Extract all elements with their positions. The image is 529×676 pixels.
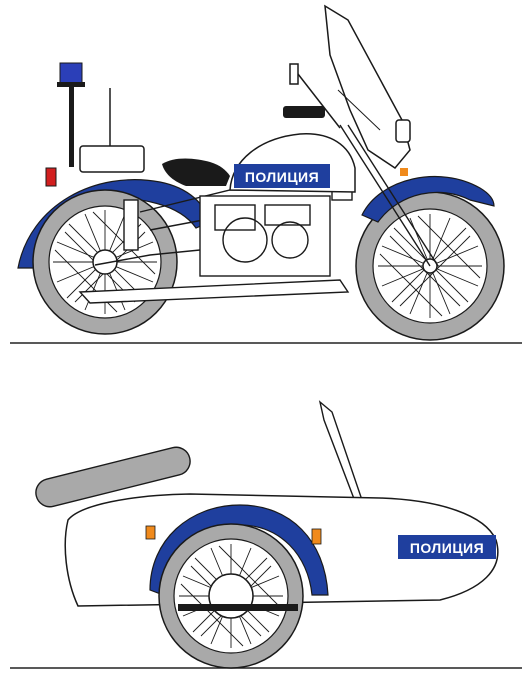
beacon-light [59, 62, 83, 84]
sidecar-wheel [158, 523, 304, 669]
seat [162, 158, 230, 186]
motorcycle: ПОЛИЦИЯ [10, 4, 522, 344]
sidecar-police-label: ПОЛИЦИЯ [410, 540, 484, 556]
motorcycle-police-label: ПОЛИЦИЯ [245, 169, 319, 185]
tank-livery-panel [234, 164, 330, 188]
rear-box [79, 145, 145, 173]
windshield [324, 4, 411, 169]
sidecar-windscreen [318, 400, 363, 506]
spare-wheel-roll [35, 446, 191, 508]
beacon-pole [69, 87, 74, 167]
sidecar-rear-reflector [145, 525, 156, 540]
tail-light [45, 167, 57, 187]
headlight [395, 119, 411, 143]
mirror [289, 63, 299, 85]
front-fender [361, 176, 495, 223]
sidecar: ПОЛИЦИЯ [10, 400, 522, 669]
sidecar-front-reflector [311, 528, 322, 545]
front-reflector [400, 168, 408, 176]
handlebar-grip [283, 106, 325, 118]
sidecar-chassis-bar [178, 604, 298, 611]
sidecar-livery-panel [398, 535, 496, 559]
rear-wheel [32, 189, 178, 335]
